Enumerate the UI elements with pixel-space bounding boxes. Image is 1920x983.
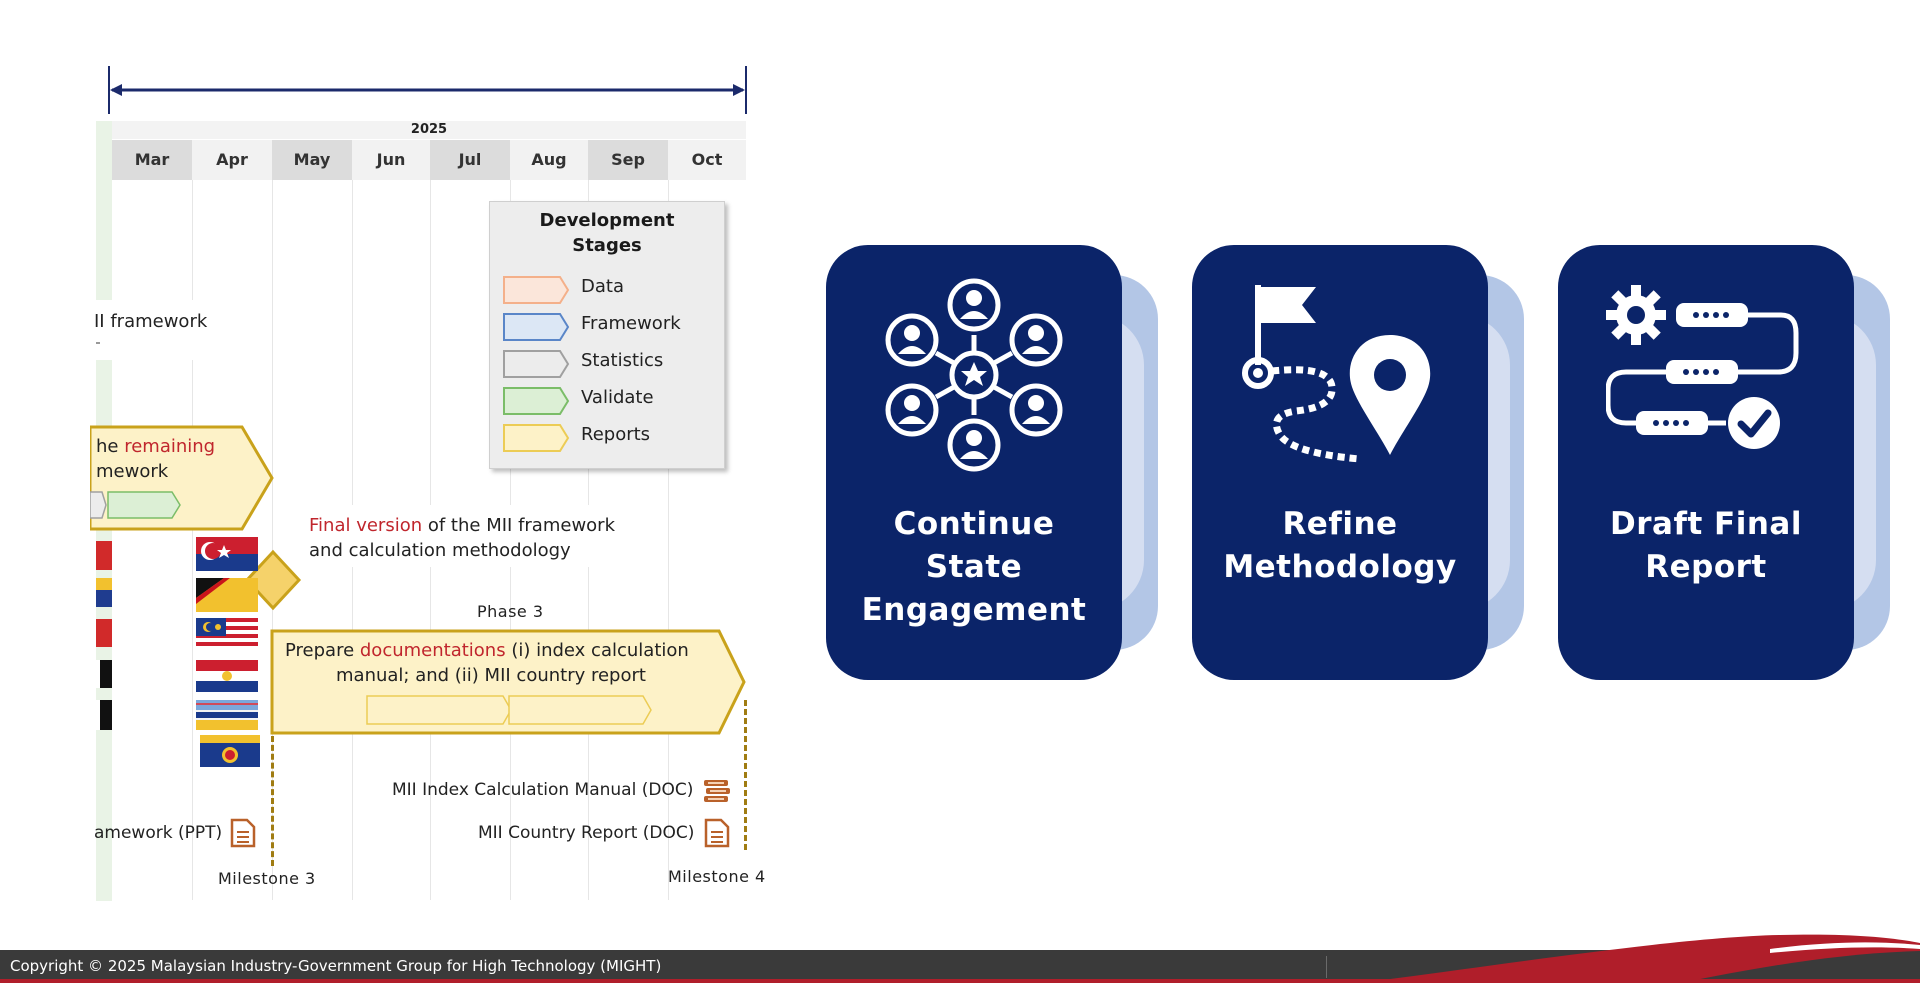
phase3-text-line1: Prepare documentations (i) index calcula… (285, 640, 689, 661)
footer-copyright: Copyright © 2025 Malaysian Industry-Gove… (10, 957, 662, 975)
phase3-label: Phase 3 (477, 602, 544, 621)
deliverable-ppt: amework (PPT) (94, 823, 223, 843)
month-jul: Jul (430, 140, 510, 180)
phase2-text-line1: he remaining (96, 436, 216, 457)
flag-sarawak-icon (196, 537, 258, 571)
month-aug: Aug (510, 140, 588, 180)
legend-item-data: Data (502, 274, 624, 306)
final-version-line1: Final version of the MII framework (309, 515, 615, 536)
row-tick (96, 342, 100, 344)
flag-fragment (96, 619, 112, 647)
legend-item-validate: Validate (502, 385, 654, 417)
final-version-line2: and calculation methodology (309, 540, 571, 561)
month-oct: Oct (668, 140, 746, 180)
document-icon (230, 818, 256, 848)
document-icon (704, 818, 730, 848)
month-sep: Sep (588, 140, 668, 180)
footer-divider (1326, 956, 1327, 978)
flag-fragment (96, 578, 112, 590)
deliverable-report: MII Country Report (DOC) (478, 823, 695, 843)
chevron-icon (503, 350, 570, 378)
phase2-text-line2: mework (96, 461, 169, 482)
milestone3-label: Milestone 3 (218, 869, 316, 888)
flag-state-icon (196, 660, 258, 692)
flag-kl-icon (200, 735, 260, 767)
chevron-icon (503, 276, 570, 304)
month-apr: Apr (192, 140, 272, 180)
flag-negeri-icon (196, 578, 258, 612)
text-backdrop (96, 300, 226, 360)
phase3-text-line2: manual; and (ii) MII country report (336, 665, 646, 686)
legend-item-framework: Framework (502, 311, 681, 343)
phase2-chevron (90, 425, 274, 531)
col-divider (272, 180, 273, 900)
flag-fragment (96, 660, 112, 688)
timespan-arrow (108, 66, 747, 114)
text-backdrop (300, 505, 650, 567)
col-divider (192, 180, 193, 900)
milestone4-label: Milestone 4 (668, 867, 766, 886)
flag-route-pin-icon (1242, 285, 1431, 463)
deliverable-manual: MII Index Calculation Manual (DOC) (392, 780, 694, 800)
chevron-icon (503, 387, 570, 415)
milestone4-line (744, 700, 747, 850)
flag-fragment (96, 700, 112, 730)
legend-item-reports: Reports (502, 422, 650, 454)
month-mar: Mar (112, 140, 192, 180)
legend-item-statistics: Statistics (502, 348, 663, 380)
month-may: May (272, 140, 352, 180)
books-stack-icon (704, 780, 730, 802)
framework-row-text: II framework (94, 311, 208, 332)
chevron-icon (503, 313, 570, 341)
milestone3-line (271, 736, 274, 866)
flag-malaysia-icon (196, 618, 258, 650)
flag-fragment (96, 541, 112, 570)
timeline-gantt: 2025 Mar Apr May Jun Jul Aug Sep Oct Dev… (0, 0, 790, 920)
flag-fragment (96, 590, 112, 607)
flag-penang-icon (196, 700, 258, 730)
col-divider (668, 180, 669, 900)
footer-swoosh (1360, 934, 1920, 983)
gear-process-check-icon (1606, 285, 1799, 449)
chevron-icon (503, 424, 570, 452)
month-jun: Jun (352, 140, 430, 180)
footer-red-line (0, 979, 1920, 983)
phase3-chevron (270, 629, 746, 735)
network-people-icon (874, 278, 1074, 475)
year-header: 2025 (112, 121, 746, 139)
